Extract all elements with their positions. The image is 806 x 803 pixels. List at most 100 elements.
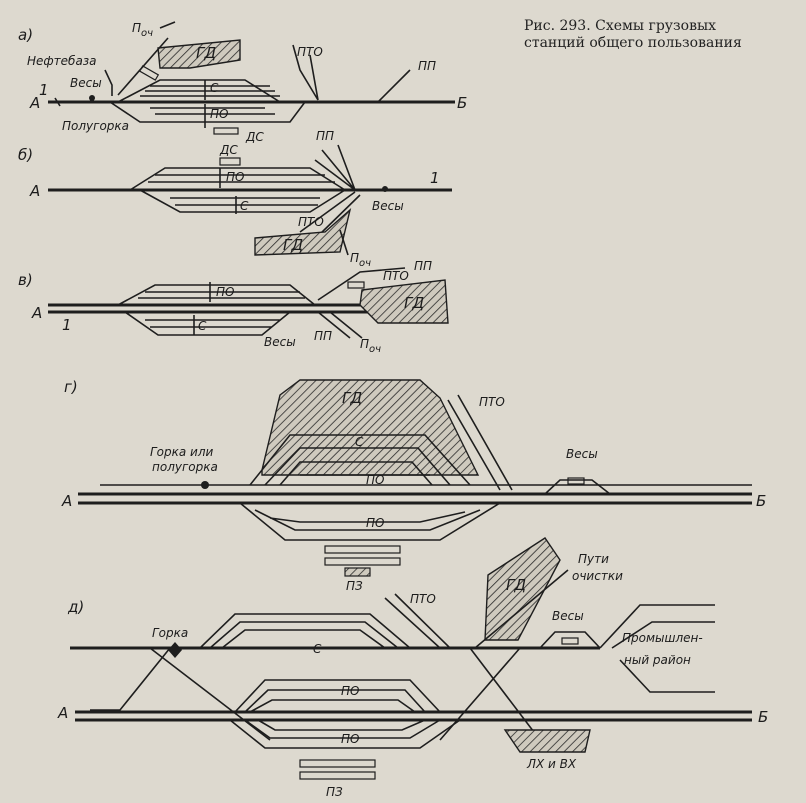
end-a-label: А <box>61 492 72 510</box>
yard-po-tracks <box>150 101 306 123</box>
po2-label: ПО <box>366 516 384 530</box>
cleaning-tracks-label-2: очистки <box>572 569 623 583</box>
scales-label: Весы <box>552 609 584 623</box>
yard-po-entry <box>109 101 170 123</box>
scales-label: Весы <box>264 335 296 349</box>
scheme-d: д) ГД Пути очистки ПТО С Горка Весы Пром… <box>57 537 768 799</box>
pto-tracks <box>299 191 361 237</box>
scheme-b-letter: б) <box>18 146 33 164</box>
po1-label: ПО <box>366 473 384 487</box>
pz-platform-1 <box>324 545 401 554</box>
scheme-v-letter: в) <box>18 271 33 289</box>
pz-platform-2 <box>299 771 376 780</box>
pto-label: ПТО <box>410 592 436 606</box>
pto-label: ПТО <box>298 215 324 229</box>
scales-box <box>561 637 579 645</box>
yard-s-tracks <box>140 85 280 97</box>
pp-top-label: ПП <box>414 259 432 273</box>
end-b-label: Б <box>457 94 467 112</box>
freight-yard-gd <box>157 39 241 69</box>
yard-s-tracks <box>199 613 411 649</box>
scales-label: Весы <box>372 199 404 213</box>
gd-label: ГД <box>283 236 303 254</box>
s-label: С <box>240 199 249 213</box>
scheme-a-letter: а) <box>18 26 33 44</box>
end-a-label: А <box>31 304 42 322</box>
yard-s-tracks <box>139 189 346 213</box>
scheme-d-letter: д) <box>67 598 84 616</box>
half-hump-label: Полугорка <box>62 119 129 133</box>
pto-label: ПТО <box>297 45 323 59</box>
yard-s-tracks <box>124 311 291 336</box>
pto-label: ПТО <box>479 395 505 409</box>
pp-tracks <box>314 144 356 191</box>
ds-label: ДС <box>245 130 264 144</box>
pto-label: ПТО <box>383 269 409 283</box>
s-label: С <box>210 81 219 95</box>
pp-label: ПП <box>316 129 334 143</box>
cleaning-track <box>474 569 569 649</box>
scales-box <box>567 477 585 485</box>
pp-top-track <box>317 267 406 301</box>
caption-line-1: Рис. 293. Схемы грузовых <box>524 18 716 34</box>
end-a-label: А <box>29 94 40 112</box>
scales-marker <box>89 95 95 101</box>
pz-building <box>344 567 371 577</box>
end-a-label: А <box>57 704 68 722</box>
hump-label-1: Горка или <box>150 445 214 459</box>
poch-track <box>339 229 349 256</box>
ds-building <box>213 127 239 135</box>
po-tracks-lower <box>229 719 461 749</box>
scales-track <box>539 631 601 649</box>
yard-po-outline <box>117 284 316 306</box>
caption-line-2: станций общего пользования <box>524 35 742 51</box>
scheme-v: в) ПО С ГД ПП ПТО А 1 Весы ПП Поч <box>18 259 449 355</box>
pz-platform-2 <box>324 557 401 566</box>
industrial-label-2: ный район <box>624 653 691 667</box>
pp-label: ПП <box>418 59 436 73</box>
poch-stub <box>159 21 176 29</box>
freight-yard-gd <box>484 537 561 641</box>
pz-platform-1 <box>299 759 376 768</box>
scales-marker <box>382 186 388 192</box>
po-tracks-lower <box>239 502 501 541</box>
industrial-tracks <box>599 604 715 693</box>
track-1-label: 1 <box>430 169 440 187</box>
weigh-bridge-box <box>138 65 160 81</box>
pz-label: ПЗ <box>346 579 363 593</box>
pto-tracks <box>447 394 513 491</box>
po-label: ПО <box>216 285 234 299</box>
end-b-label: Б <box>756 492 766 510</box>
scales-label: Весы <box>70 76 102 90</box>
po-label: ПО <box>226 170 244 184</box>
poch-label: Поч <box>132 21 153 39</box>
gd-label: ГД <box>506 576 526 594</box>
hump-label: Горка <box>152 626 188 640</box>
pp-track <box>377 69 411 103</box>
hump-marker <box>168 642 182 658</box>
ds-label: ДС <box>219 143 238 157</box>
gd-label: ГД <box>196 44 216 62</box>
po2-label: ПО <box>341 732 359 746</box>
yard-s-tracks <box>249 434 471 486</box>
lh-vh-label: ЛХ и ВХ <box>526 757 577 771</box>
hump-label-2: полугорка <box>152 460 218 474</box>
track-1-label: 1 <box>62 316 72 334</box>
track-1-label: 1 <box>39 81 49 99</box>
scales-track <box>544 479 611 495</box>
freight-yard-gd <box>254 208 352 256</box>
crossover-tracks <box>90 647 541 741</box>
lh-vh-yard <box>503 729 591 753</box>
po1-label: ПО <box>341 684 359 698</box>
scheme-a: а) ГД Поч Нефтебаза Весы 1 А Б С ПО ДС П… <box>18 21 467 144</box>
end-a-label: А <box>29 182 40 200</box>
scheme-g-letter: г) <box>64 378 78 396</box>
po-label: ПО <box>210 107 228 121</box>
oil-depot-track <box>104 69 113 96</box>
end-b-label: Б <box>758 708 768 726</box>
poch-label: Поч <box>350 251 371 269</box>
poch-label: Поч <box>360 337 381 355</box>
track-1-mark <box>54 97 61 107</box>
